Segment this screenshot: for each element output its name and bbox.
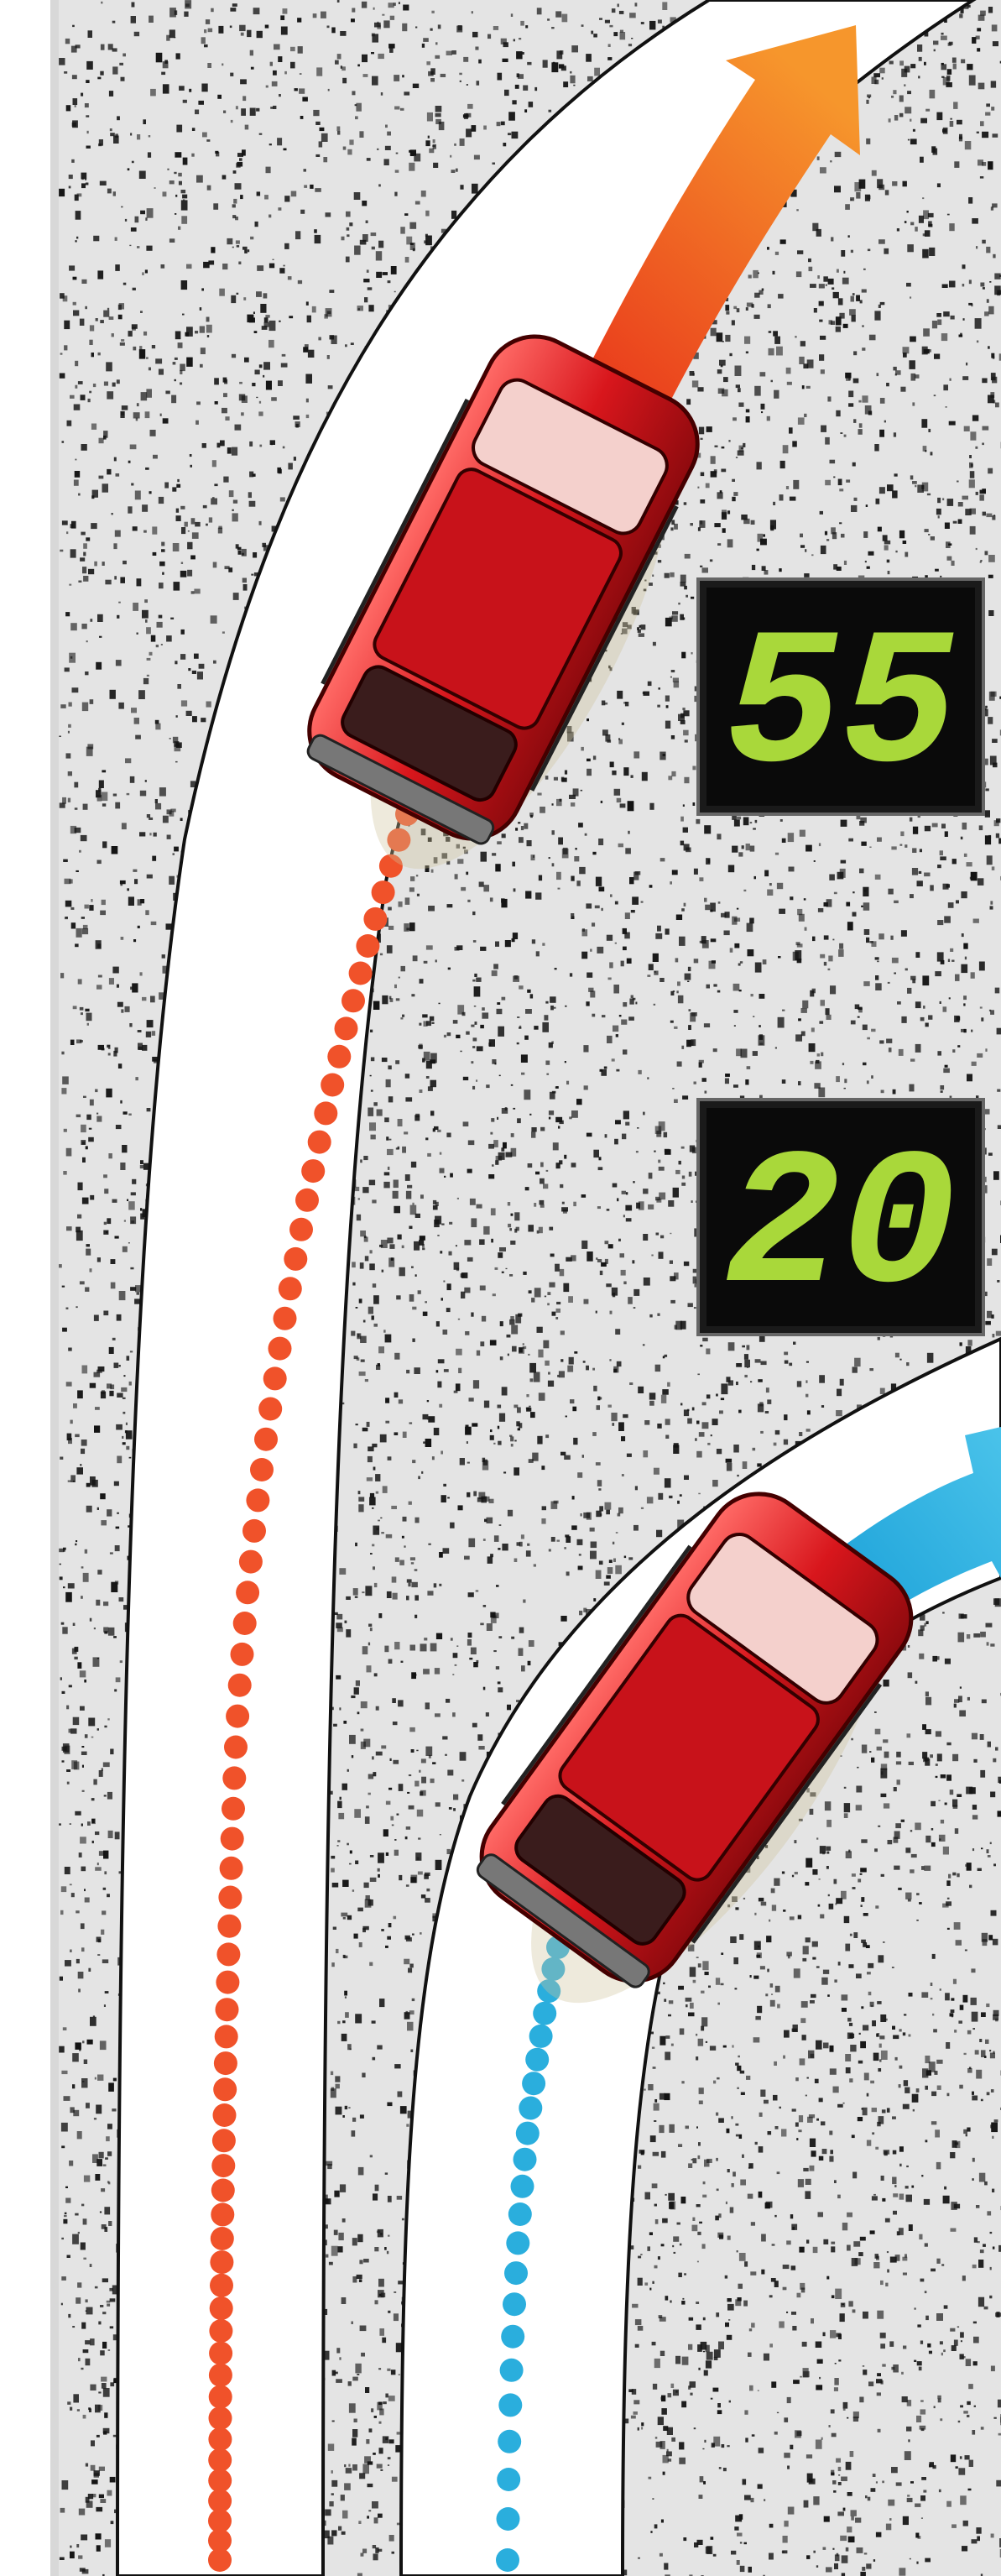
outer-trail-dot xyxy=(356,934,379,958)
outer-trail-dot xyxy=(221,1827,244,1851)
outer-trail-dot xyxy=(209,2342,232,2365)
inner-trail-dot xyxy=(501,2325,524,2349)
outer-trail-dot xyxy=(226,1705,249,1728)
outer-trail-dot xyxy=(214,2051,237,2075)
outer-trail-dot xyxy=(295,1189,319,1212)
outer-trail-dot xyxy=(222,1766,246,1790)
inner-trail-dot xyxy=(500,2359,524,2382)
outer-trail-dot xyxy=(208,2548,232,2572)
outer-trail-dot xyxy=(327,1045,351,1069)
outer-trail-dot xyxy=(210,2274,233,2297)
outer-trail-dot xyxy=(231,1643,254,1666)
outer-trail-dot xyxy=(335,1016,358,1040)
inner-trail-dot xyxy=(496,2548,519,2572)
inner-trail-dot xyxy=(519,2097,542,2120)
inner-trail-dot xyxy=(516,2122,540,2145)
inner-trail-dot xyxy=(498,2393,522,2417)
outer-trail-dot xyxy=(321,1074,344,1097)
outer-trail-dot xyxy=(341,989,365,1012)
inner-trail-dot xyxy=(508,2202,532,2226)
outer-trail-dot xyxy=(254,1428,278,1451)
outer-trail-dot xyxy=(210,2250,233,2274)
outer-trail-dot xyxy=(258,1398,282,1421)
outer-trail-dot xyxy=(218,1886,242,1910)
outer-trail-dot xyxy=(209,2406,232,2430)
outer-trail-dot xyxy=(213,2077,237,2101)
outer-trail-dot xyxy=(308,1131,331,1154)
outer-trail-dot xyxy=(208,2469,232,2492)
speed-display-55: 55 xyxy=(698,579,983,818)
inner-trail-dot xyxy=(525,2048,549,2072)
outer-trail-dot xyxy=(363,907,387,931)
outer-trail-dot xyxy=(215,2025,238,2048)
outer-trail-dot xyxy=(211,2154,235,2177)
outer-trail-dot xyxy=(246,1488,269,1512)
inner-trail-dot xyxy=(497,2468,520,2491)
outer-trail-dot xyxy=(222,1797,245,1821)
left-border xyxy=(50,0,59,2576)
outer-trail-dot xyxy=(349,962,373,985)
outer-trail-dot xyxy=(209,2319,232,2343)
outer-trail-dot xyxy=(220,1857,243,1880)
outer-trail-dot xyxy=(208,2448,232,2472)
outer-trail-dot xyxy=(208,2490,232,2513)
outer-trail-dot xyxy=(268,1337,292,1361)
outer-trail-dot xyxy=(372,880,395,904)
inner-trail-dot xyxy=(506,2231,529,2255)
outer-trail-dot xyxy=(209,2385,232,2409)
outer-trail-dot xyxy=(211,2179,235,2202)
outer-trail-dot xyxy=(217,1915,241,1938)
outer-trail-dot xyxy=(250,1458,274,1481)
outer-trail-dot xyxy=(216,1942,240,1966)
inner-trail-dot xyxy=(498,2430,521,2453)
outer-trail-dot xyxy=(211,2227,234,2250)
inner-trail-dot xyxy=(529,2025,553,2048)
outer-trail-dot xyxy=(216,1998,239,2021)
outer-trail-dot xyxy=(301,1159,325,1183)
inner-trail-dot xyxy=(511,2175,534,2198)
outer-trail-dot xyxy=(208,2427,232,2451)
outer-trail-dot xyxy=(233,1612,257,1635)
outer-trail-dot xyxy=(211,2202,234,2226)
inner-trail-dot xyxy=(533,2002,556,2025)
inner-trail-dot xyxy=(514,2148,537,2171)
inner-trail-dot xyxy=(504,2261,528,2285)
outer-trail-dot xyxy=(216,1971,239,1994)
inner-trail-dot xyxy=(497,2507,520,2531)
outer-trail-dot xyxy=(224,1736,248,1759)
outer-trail-dot xyxy=(263,1366,287,1390)
inner-trail-dot xyxy=(503,2292,526,2316)
outer-trail-dot xyxy=(228,1674,252,1697)
outer-trail-dot xyxy=(289,1218,313,1241)
outer-trail-dot xyxy=(212,2129,236,2152)
speed-value-20: 20 xyxy=(725,1121,957,1339)
speed-display-20: 20 xyxy=(698,1100,983,1339)
outer-trail-dot xyxy=(236,1581,259,1604)
outer-trail-dot xyxy=(239,1550,263,1574)
outer-trail-dot xyxy=(274,1307,297,1330)
outer-trail-dot xyxy=(314,1101,337,1125)
outer-trail-dot xyxy=(213,2103,237,2127)
inner-trail-dot xyxy=(522,2072,545,2095)
speed-value-55: 55 xyxy=(725,600,957,818)
outer-trail-dot xyxy=(284,1247,307,1271)
outer-trail-dot xyxy=(209,2364,232,2387)
outer-trail-dot xyxy=(279,1277,302,1300)
outer-trail-dot xyxy=(242,1519,266,1543)
outer-trail-dot xyxy=(210,2296,233,2320)
